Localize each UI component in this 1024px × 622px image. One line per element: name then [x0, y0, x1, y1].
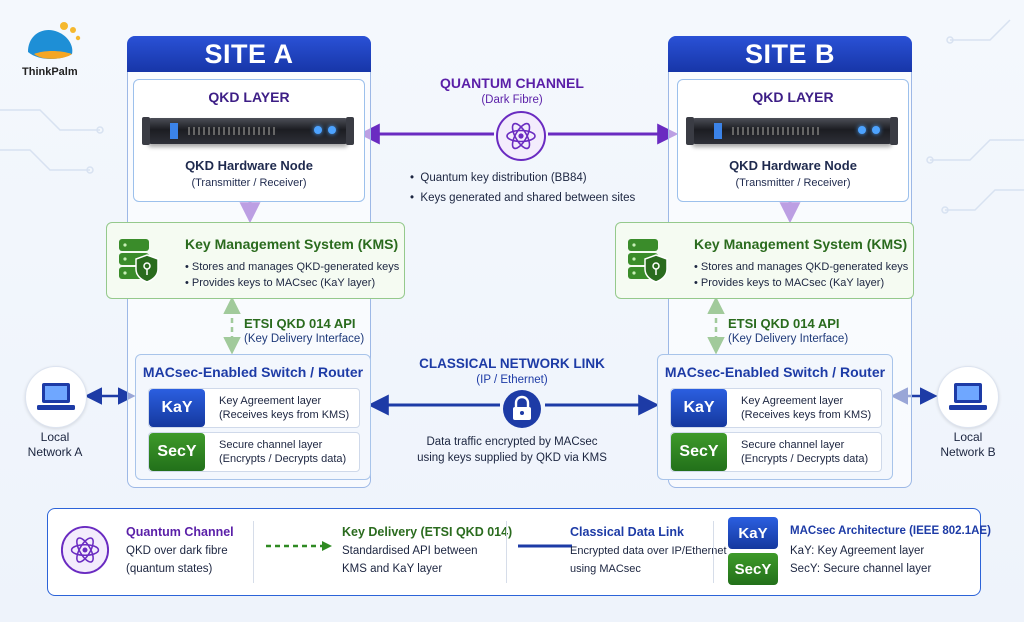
- legend-key-delivery-title: Key Delivery (ETSI QKD 014): [342, 525, 513, 539]
- kay-row: KaY Key Agreement layer (Receives keys f…: [148, 388, 360, 428]
- legend-divider: [713, 521, 714, 583]
- site-a-title: SITE A: [127, 36, 371, 72]
- qkd-layer-title: QKD LAYER: [752, 89, 834, 105]
- site-b-qkd-layer: QKD LAYER QKD Hardware Node (Transmitter…: [677, 79, 909, 202]
- secy-label: Secure channel layer: [219, 439, 323, 451]
- lock-icon: [503, 390, 541, 428]
- kms-bullet: • Provides keys to MACsec (KaY layer): [694, 277, 885, 289]
- qkd-node-label: QKD Hardware Node: [729, 158, 857, 173]
- kay-tag: KaY: [671, 389, 727, 427]
- legend-classical-line: Encrypted data over IP/Ethernet: [570, 545, 727, 557]
- quantum-bullet: • Quantum key distribution (BB84): [410, 172, 587, 184]
- quantum-channel-title: QUANTUM CHANNEL: [440, 75, 584, 91]
- qkd-node-label: QKD Hardware Node: [185, 158, 313, 173]
- kay-tag: KaY: [149, 389, 205, 427]
- kms-bullet: • Stores and manages QKD-generated keys: [694, 261, 909, 273]
- site-b-macsec-switch: MACsec-Enabled Switch / Router KaY Key A…: [657, 354, 893, 480]
- legend-kay-tag: KaY: [728, 517, 778, 549]
- circuit-decoration: [0, 19, 1024, 214]
- kay-sub: (Receives keys from KMS): [741, 409, 872, 421]
- qkd-node-sub: (Transmitter / Receiver): [191, 177, 307, 189]
- etsi-sub: (Key Delivery Interface): [244, 333, 365, 345]
- quantum-channel-sub: (Dark Fibre): [481, 94, 543, 106]
- secy-row: SecY Secure channel layer (Encrypts / De…: [670, 432, 882, 472]
- brand-name: ThinkPalm: [22, 66, 78, 78]
- database-shield-icon: [119, 239, 159, 283]
- macsec-title: MACsec-Enabled Switch / Router: [142, 364, 364, 380]
- legend-classical-line: using MACsec: [570, 563, 641, 575]
- server-icon: [686, 117, 898, 145]
- macsec-title: MACsec-Enabled Switch / Router: [664, 364, 886, 380]
- atom-icon: [60, 525, 110, 575]
- legend-macsec-line: SecY: Secure channel layer: [790, 563, 932, 575]
- classical-link-title: CLASSICAL NETWORK LINK: [419, 356, 605, 371]
- database-shield-icon: [628, 239, 668, 283]
- secy-tag: SecY: [671, 433, 727, 471]
- legend-key-delivery-line: KMS and KaY layer: [342, 563, 443, 575]
- secy-sub: (Encrypts / Decrypts data): [741, 453, 869, 465]
- kms-title: Key Management System (KMS): [694, 236, 908, 252]
- kms-title: Key Management System (KMS): [185, 236, 399, 252]
- qkd-layer-title: QKD LAYER: [208, 89, 290, 105]
- secy-label: Secure channel layer: [741, 439, 845, 451]
- atom-icon: [496, 111, 546, 161]
- etsi-title: ETSI QKD 014 API: [244, 316, 356, 331]
- qkd-node-sub: (Transmitter / Receiver): [735, 177, 851, 189]
- dashed-arrow-icon: [266, 541, 332, 551]
- legend-divider: [253, 521, 254, 583]
- kay-label: Key Agreement layer: [219, 395, 322, 407]
- etsi-sub: (Key Delivery Interface): [728, 333, 849, 345]
- site-a-kms: Key Management System (KMS) • Stores and…: [106, 222, 405, 299]
- classical-link-sub: (IP / Ethernet): [476, 374, 548, 386]
- legend-macsec-line: KaY: Key Agreement layer: [790, 545, 925, 557]
- legend-quantum-line: QKD over dark fibre: [126, 545, 228, 557]
- secy-row: SecY Secure channel layer (Encrypts / De…: [148, 432, 360, 472]
- local-network-b-node: [937, 366, 999, 428]
- quantum-bullet: • Keys generated and shared between site…: [410, 192, 636, 204]
- secy-tag: SecY: [149, 433, 205, 471]
- legend-quantum-title: Quantum Channel: [126, 525, 234, 539]
- thinkpalm-logo: [28, 22, 81, 59]
- legend-divider: [506, 521, 507, 583]
- site-a-macsec-switch: MACsec-Enabled Switch / Router KaY Key A…: [135, 354, 371, 480]
- solid-line-icon: [518, 544, 572, 548]
- classical-note: using keys supplied by QKD via KMS: [417, 452, 607, 464]
- etsi-title: ETSI QKD 014 API: [728, 316, 840, 331]
- site-b-kms: Key Management System (KMS) • Stores and…: [615, 222, 914, 299]
- legend-macsec-title: MACsec Architecture (IEEE 802.1AE): [790, 525, 991, 537]
- computer-icon: [949, 383, 987, 410]
- legend-secy-tag: SecY: [728, 553, 778, 585]
- kay-row: KaY Key Agreement layer (Receives keys f…: [670, 388, 882, 428]
- legend-key-delivery-line: Standardised API between: [342, 545, 478, 557]
- server-icon: [142, 117, 354, 145]
- legend-classical-title: Classical Data Link: [570, 525, 684, 539]
- legend-quantum-line: (quantum states): [126, 563, 213, 575]
- secy-sub: (Encrypts / Decrypts data): [219, 453, 347, 465]
- kay-sub: (Receives keys from KMS): [219, 409, 350, 421]
- kms-bullet: • Provides keys to MACsec (KaY layer): [185, 277, 376, 289]
- kay-label: Key Agreement layer: [741, 395, 844, 407]
- site-b-title: SITE B: [668, 36, 912, 72]
- kms-bullet: • Stores and manages QKD-generated keys: [185, 261, 400, 273]
- classical-note: Data traffic encrypted by MACsec: [426, 436, 598, 448]
- local-network-a-node: [25, 366, 87, 428]
- legend: Quantum Channel QKD over dark fibre (qua…: [47, 508, 991, 596]
- computer-icon: [37, 383, 75, 410]
- site-a-qkd-layer: QKD LAYER QKD Hardware Node (Transmitter…: [133, 79, 365, 202]
